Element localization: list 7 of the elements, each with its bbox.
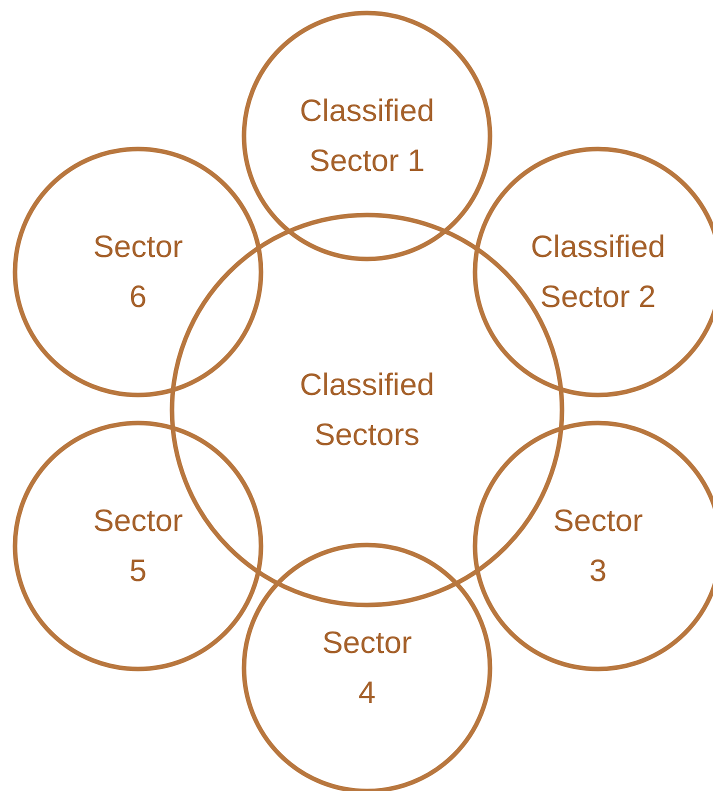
- sector-label: Sector 4: [321, 624, 413, 712]
- sector-label: Classified Sector 2: [530, 228, 666, 316]
- sector-label: Classified Sector 1: [298, 92, 436, 180]
- sector-label: Classified Sectors: [298, 366, 436, 454]
- sector-label: Sector 5: [92, 502, 184, 590]
- sector-label: Sector 6: [92, 228, 184, 316]
- sector-label: Sector 3: [552, 502, 644, 590]
